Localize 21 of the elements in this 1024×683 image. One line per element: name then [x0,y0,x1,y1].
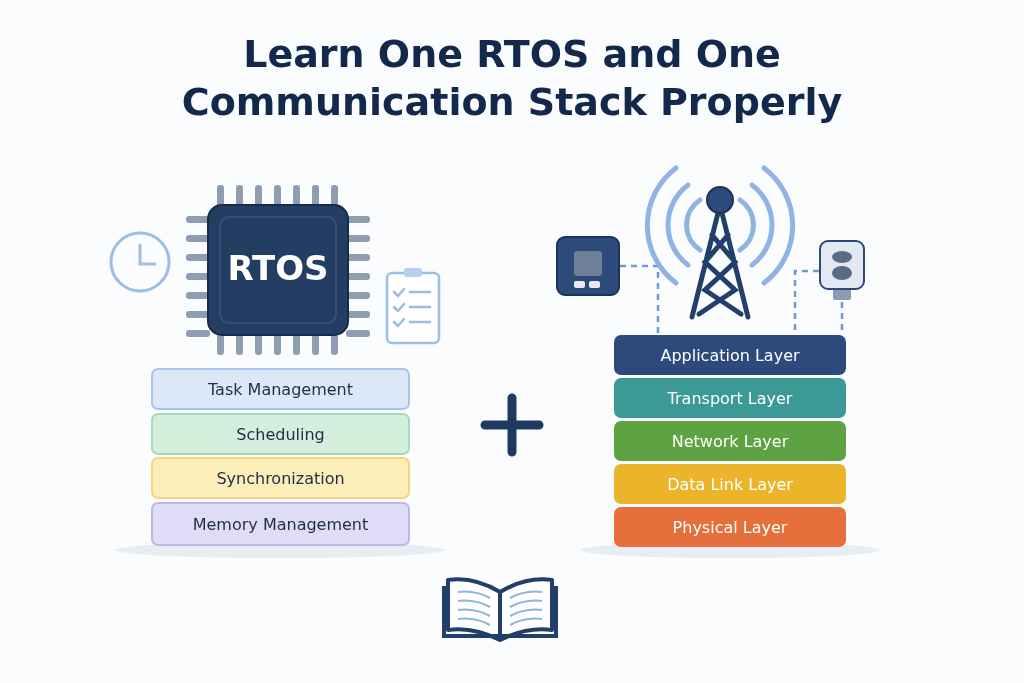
layer-label: Network Layer [671,431,789,451]
layer-label: Transport Layer [667,388,793,408]
dashed-connector [620,264,660,335]
layer-box [151,368,410,410]
layer-box [614,421,846,461]
layer-box [151,502,410,546]
layer-box [151,413,410,455]
layer-label: Task Management [208,379,353,399]
layer-label: Synchronization [216,468,345,488]
layer-label: Memory Management [192,514,369,534]
layer-box [151,457,410,499]
chip-label: RTOS [226,248,330,288]
layer-box [614,335,846,375]
layer-label: Physical Layer [672,517,788,537]
layer-box [614,507,846,547]
layer-label: Application Layer [660,345,800,365]
layer-box [614,464,846,504]
layer-box [614,378,846,418]
layer-label: Data Link Layer [667,474,793,494]
title: Learn One RTOS and One Communication Stack Properly [180,31,844,126]
layer-label: Scheduling [236,424,325,444]
